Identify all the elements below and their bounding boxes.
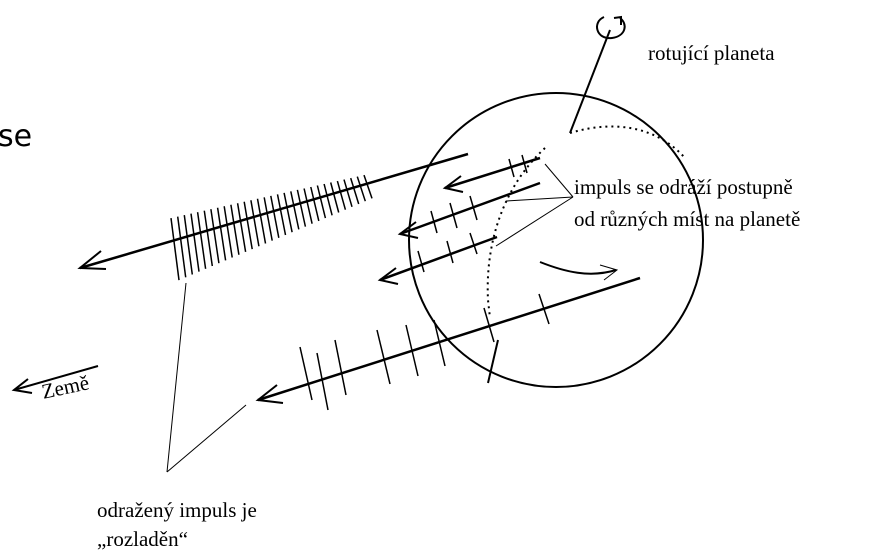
- dense-hatch-tick: [176, 216, 187, 278]
- dense-hatch-tick: [303, 188, 313, 224]
- planet-circle: [408, 92, 704, 388]
- callout-reflected-2: [166, 404, 247, 473]
- dense-hatch-tick: [223, 206, 233, 258]
- callout-impulse-1: [544, 163, 574, 198]
- dense-hatch-tick: [343, 179, 353, 208]
- reflected-pulse-ticks-sparse: [299, 293, 550, 411]
- dense-hatch-tick: [263, 197, 273, 241]
- dense-hatch-tick: [250, 200, 260, 247]
- dense-hatch-tick: [256, 198, 267, 244]
- reflected-pulse-line-2: [399, 181, 541, 236]
- dense-hatch-tick: [336, 180, 347, 210]
- pulse-arrowhead-bottom: [255, 384, 284, 404]
- reflected-impulse-label-line2: „rozladěn“: [97, 527, 188, 551]
- reflected-pulse-ticks-dense: [170, 174, 373, 281]
- tick-2c: [430, 210, 438, 234]
- dense-hatch-tick: [296, 189, 307, 227]
- dense-hatch-tick: [230, 204, 240, 255]
- dotted-terminator: [569, 125, 686, 159]
- tick-1b: [508, 158, 515, 178]
- dense-hatch-tick: [243, 201, 253, 250]
- dense-hatch-tick: [216, 207, 227, 261]
- dense-hatch-tick: [190, 213, 200, 272]
- tick-1a: [521, 154, 528, 174]
- incident-pulse-line-bottom: [257, 276, 641, 402]
- dense-hatch-tick: [276, 194, 287, 236]
- tick-2b: [449, 202, 458, 229]
- callout-impulse-2: [505, 196, 574, 202]
- tick-3b: [446, 240, 454, 264]
- callout-reflected-1: [166, 282, 187, 473]
- dense-hatch-tick: [329, 182, 340, 213]
- tick-3c: [417, 250, 425, 273]
- dense-hatch-tick: [236, 203, 247, 253]
- dense-hatch-tick: [270, 195, 280, 238]
- dense-hatch-tick: [349, 177, 360, 205]
- reflected-pulse-line-1: [444, 156, 541, 190]
- dense-hatch-tick: [203, 210, 214, 267]
- planet-rotation-arrow: [539, 261, 617, 275]
- dense-hatch-tick: [323, 183, 333, 216]
- impulse-reflection-label-line1: impuls se odráží postupně: [574, 175, 793, 199]
- dense-hatch-tick: [310, 186, 320, 222]
- impulse-reflection-label-line2: od různých míst na planetě: [574, 207, 801, 231]
- tick-3a: [469, 232, 478, 255]
- rotating-planet-label: rotující planeta: [648, 41, 775, 65]
- planet-rotation-arrowhead: [599, 264, 619, 281]
- tick-2a: [469, 195, 478, 221]
- rotation-curl-icon: [596, 16, 626, 40]
- dotted-meridian: [486, 147, 546, 319]
- dense-hatch-tick: [316, 185, 327, 219]
- cropped-text-fragment: se: [0, 119, 33, 154]
- dense-hatch-tick: [363, 174, 373, 199]
- dense-hatch-tick: [183, 214, 194, 275]
- dense-hatch-tick: [210, 209, 220, 264]
- earth-arrow-line: [13, 365, 99, 391]
- pulse-arrowhead-far: [77, 250, 107, 270]
- dense-hatch-tick: [290, 191, 300, 230]
- reflected-impulse-label-line1: odražený impuls je: [97, 498, 257, 522]
- pulse-arrowhead-3: [377, 267, 399, 285]
- dense-hatch-tick: [170, 218, 180, 281]
- dense-hatch-tick: [356, 176, 367, 202]
- pulse-arrowhead-1: [442, 175, 464, 193]
- rotation-axis-bottom: [487, 339, 499, 384]
- callout-impulse-3: [495, 196, 574, 247]
- rotation-curl-arrowhead: [613, 15, 622, 25]
- dense-hatch-tick: [283, 192, 293, 233]
- earth-arrowhead: [11, 378, 33, 394]
- reflected-pulse-line-3: [379, 235, 498, 282]
- pulse-arrowhead-2: [397, 221, 419, 239]
- rotation-axis-top: [569, 29, 611, 134]
- dense-hatch-tick: [196, 212, 207, 269]
